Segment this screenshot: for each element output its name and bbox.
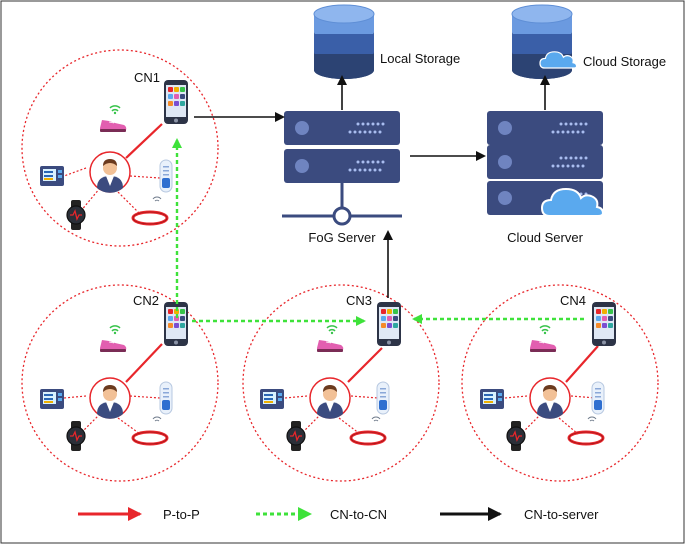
- database-icon: [313, 4, 375, 80]
- cn-to-cn-links: [172, 138, 584, 326]
- cn-to-server-links: [194, 75, 550, 298]
- cloud-server: Cloud Server: [487, 111, 604, 245]
- bp-monitor-icon: [40, 389, 64, 409]
- legend: P-to-P CN-to-CN CN-to-server: [78, 507, 599, 522]
- thermometer-icon: [159, 159, 173, 193]
- bp-monitor-icon: [40, 166, 64, 186]
- bp-monitor-icon: [480, 389, 504, 409]
- smartphone-icon: [592, 302, 616, 346]
- cluster-circle-cn2: [21, 284, 219, 482]
- server-unit-icon: [284, 111, 400, 145]
- cluster-circle-cn4: [461, 284, 659, 482]
- person-icon: [89, 151, 131, 194]
- person-icon: [529, 377, 571, 420]
- thermometer-icon: [591, 381, 605, 415]
- cluster-label-cn1: CN1: [134, 70, 160, 85]
- local-storage-label: Local Storage: [380, 51, 460, 66]
- server-unit-icon: [487, 145, 603, 179]
- cluster-cn4: CN4: [480, 293, 616, 452]
- cluster-cn1: CN1: [40, 70, 188, 231]
- fog-server-label: FoG Server: [308, 230, 376, 245]
- cloud-storage: Cloud Storage: [511, 4, 666, 80]
- server-unit-icon: [284, 149, 400, 183]
- cloud-storage-label: Cloud Storage: [583, 54, 666, 69]
- legend-p2p-label: P-to-P: [163, 507, 200, 522]
- smartphone-icon: [377, 302, 401, 346]
- server-unit-icon: [487, 111, 603, 145]
- legend-cn2server-label: CN-to-server: [524, 507, 599, 522]
- cluster-cn3: CN3: [260, 293, 401, 452]
- legend-cn2cn-label: CN-to-CN: [330, 507, 387, 522]
- cluster-label-cn4: CN4: [560, 293, 586, 308]
- cluster-label-cn2: CN2: [133, 293, 159, 308]
- cluster-circle-cn3: [242, 284, 440, 482]
- network-node-icon: [332, 206, 352, 226]
- bp-monitor-icon: [260, 389, 284, 409]
- cluster-cn2: CN2: [40, 293, 188, 452]
- thermometer-icon: [376, 381, 390, 415]
- smartphone-icon: [164, 80, 188, 124]
- cluster-label-cn3: CN3: [346, 293, 372, 308]
- person-icon: [309, 377, 351, 420]
- person-icon: [89, 377, 131, 420]
- fog-server: FoG Server: [282, 111, 402, 245]
- cloud-server-label: Cloud Server: [507, 230, 584, 245]
- local-storage: Local Storage: [313, 4, 460, 80]
- cluster-circle-cn1: [21, 49, 219, 247]
- thermometer-icon: [159, 381, 173, 415]
